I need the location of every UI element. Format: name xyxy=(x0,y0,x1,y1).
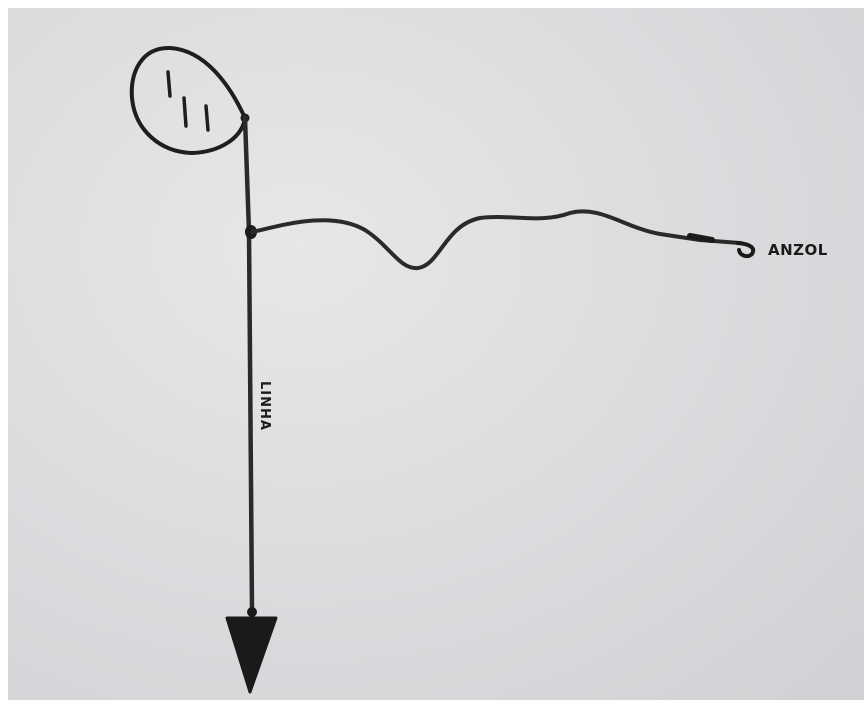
float-mark-3 xyxy=(204,104,210,132)
sinker-eye xyxy=(247,607,257,617)
image-border-left xyxy=(0,0,8,707)
image-border-bottom xyxy=(0,700,864,707)
main-line xyxy=(242,115,255,613)
float-mark-1 xyxy=(166,70,172,98)
leader-knot xyxy=(687,233,715,243)
float-bobber xyxy=(129,45,250,155)
branch-line xyxy=(250,209,742,271)
hook-icon xyxy=(736,241,756,259)
image-border-top xyxy=(0,0,864,8)
float-mark-2 xyxy=(182,96,188,128)
hook-label: ANZOL xyxy=(768,241,828,259)
sinker-weight xyxy=(225,616,278,694)
line-label: LINHA xyxy=(257,381,272,431)
